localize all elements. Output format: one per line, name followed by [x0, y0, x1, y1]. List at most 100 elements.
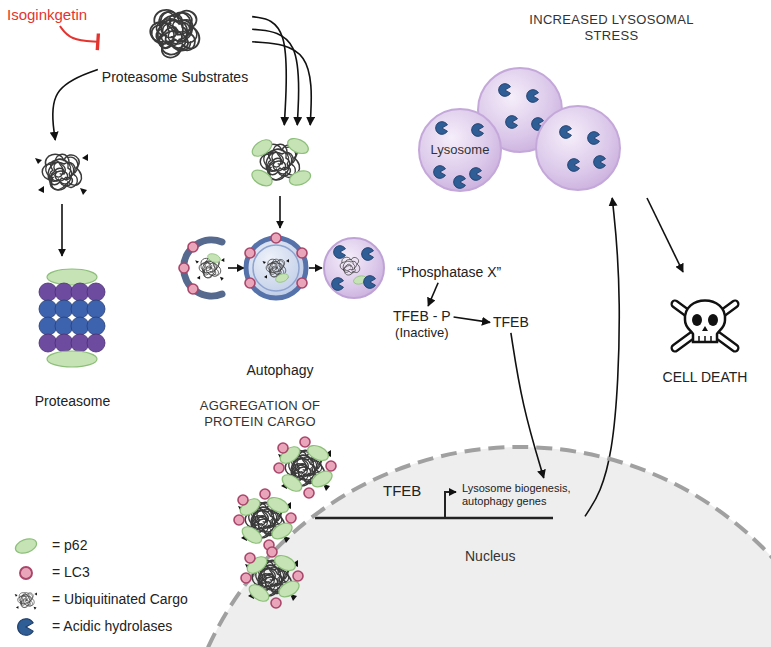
nucleus-outline [175, 445, 771, 647]
legend-sample [13, 536, 38, 556]
arrow-connector [252, 42, 311, 125]
skull-icon [702, 326, 708, 331]
proteasome-illustration [87, 283, 105, 301]
autophagy-illustration [271, 233, 281, 243]
lysosome-circle-outline [434, 166, 446, 179]
substrate-tangle [151, 5, 203, 54]
proteasome-illustration [55, 317, 73, 335]
arrow-connector [428, 283, 438, 306]
autophagy-illustration [249, 136, 274, 159]
proteasome-illustration [87, 317, 105, 335]
proteasome-illustration [39, 300, 57, 318]
phosphatase-label: “Phosphatase X” [394, 262, 504, 283]
autophagy-illustration [245, 248, 255, 258]
autophagy-illustration [364, 276, 376, 289]
autophagy-illustration [279, 196, 281, 228]
autophagy-illustration [285, 135, 310, 156]
autophagy-illustration [195, 258, 224, 281]
autophagy-illustration [309, 267, 322, 269]
arrow-connector [454, 317, 490, 322]
lysosome-circle-outline [454, 176, 466, 189]
legend-row: = p62 [8, 532, 188, 559]
lysosome-illustration [478, 68, 620, 190]
protein-aggregates [241, 547, 303, 608]
gene-promoter [315, 517, 553, 520]
lysosome-circle-outline [436, 122, 448, 135]
lysosome-group: INCREASED LYSOSOMAL STRESSLysosome [415, 8, 705, 198]
proteasome-illustration [87, 334, 105, 352]
substrate-tangle [147, 5, 203, 61]
autophagy-pathway: Autophagy [172, 125, 388, 385]
autophagy-illustration [246, 238, 306, 298]
legend-label: = Acidic hydrolases [52, 618, 172, 635]
cell-death: CELL DEATH [650, 272, 760, 388]
node-label: Lysosome [431, 142, 490, 158]
lysosome-circle-outline [472, 124, 484, 137]
node-label: (Inactive) [393, 325, 451, 341]
node-label: Proteasome Substrates [102, 69, 248, 86]
autophagy-illustration [297, 248, 307, 258]
node-label: Proteasome [35, 393, 110, 410]
gene-promoter [445, 492, 456, 518]
skull-icon [692, 314, 702, 326]
protein-aggregates [274, 437, 336, 498]
legend-row: = Ubiquitinated Cargo [8, 586, 188, 613]
node-label: Autophagy [247, 362, 314, 383]
node-label: TFEB [383, 482, 428, 500]
legend-label: = Ubiquitinated Cargo [52, 591, 188, 608]
autophagy-illustration [253, 245, 299, 291]
node-label: TFEB [493, 314, 529, 331]
proteasome-illustration [47, 351, 97, 367]
proteasome-illustration [71, 300, 89, 318]
lysosome-illustration [527, 90, 539, 103]
tfeb-active: TFEB [490, 312, 532, 333]
node-label: TFEB - P [393, 308, 451, 325]
node-label: Nucleus [465, 548, 516, 565]
proteasome-illustration [55, 300, 73, 318]
legend-label: = p62 [52, 537, 87, 554]
node-label: “Phosphatase X” [397, 264, 501, 281]
legend-row: = Acidic hydrolases [8, 613, 188, 640]
autophagy-illustration [206, 252, 221, 264]
node-label: Lysosome biogenesis, autophagy genes [462, 482, 580, 508]
proteasome-illustration [35, 154, 88, 195]
autophagy-illustration [179, 263, 189, 273]
proteasome-illustration [47, 269, 97, 285]
arrow-connector [585, 198, 619, 516]
lysosome-illustration [499, 84, 511, 97]
proteasome-illustration [55, 334, 73, 352]
lysosome-circle-outline [470, 168, 482, 181]
skull-icon [685, 301, 725, 343]
arrow-connector [53, 70, 98, 140]
arrow-connector [647, 198, 683, 272]
proteasome-illustration [87, 300, 105, 318]
inhibition-line [60, 26, 98, 42]
proteasome-illustration [71, 317, 89, 335]
lysosome-illustration [560, 126, 572, 139]
legend-sample [8, 561, 44, 585]
lysosome-illustration [506, 116, 518, 129]
autophagy-illustration [188, 242, 198, 252]
autophagy-illustration [340, 257, 360, 275]
legend-sample [8, 588, 44, 612]
proteasome-illustration [39, 283, 105, 352]
proteasome-illustration [71, 334, 89, 352]
lysosome-circle: Lysosome [418, 108, 502, 192]
tfeb-inactive: TFEB - P(Inactive) [390, 306, 454, 342]
protein-aggregates [234, 489, 296, 550]
nucleus-fill [177, 447, 771, 647]
proteasome-illustration [39, 317, 57, 335]
substrate-cluster: Proteasome Substrates [98, 4, 252, 88]
autophagy-illustration [228, 267, 244, 269]
legend-sample [15, 592, 37, 609]
node-label: Isoginkgetin [7, 6, 87, 24]
skull-icon [699, 336, 711, 342]
node-label: CELL DEATH [663, 369, 748, 386]
autophagy-illustration [297, 278, 307, 288]
autophagy-illustration [188, 284, 198, 294]
autophagy-illustration [274, 272, 289, 284]
